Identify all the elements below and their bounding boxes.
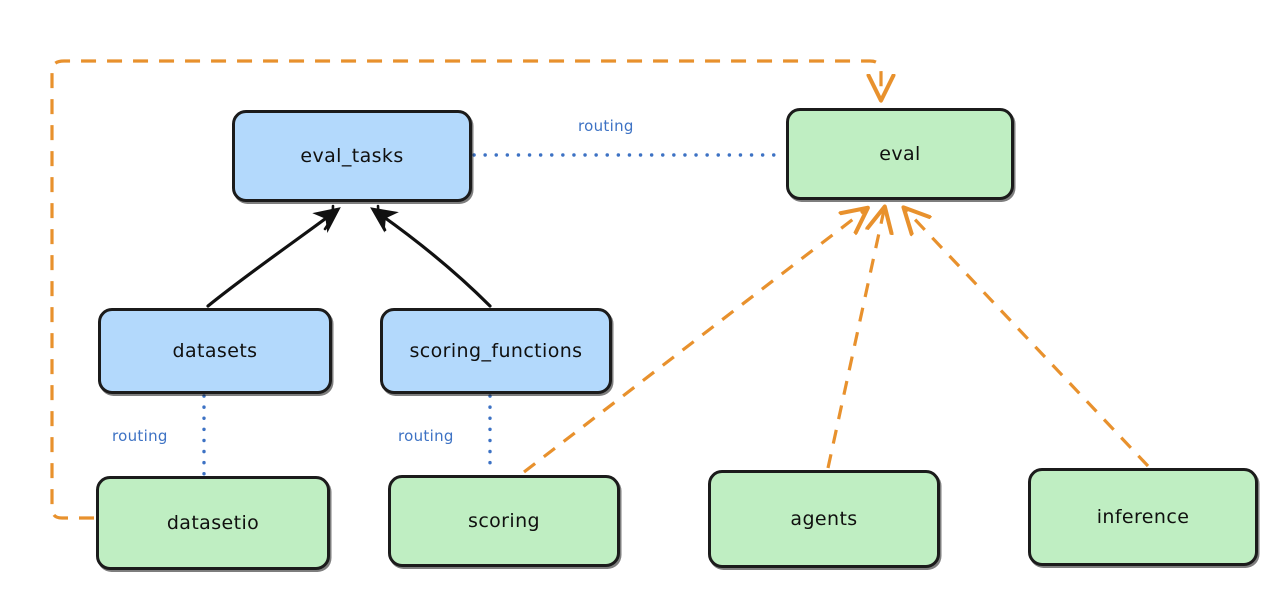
node-scoring[interactable]: scoring xyxy=(388,475,620,567)
edge-datasets-to-eval_tasks xyxy=(206,207,341,308)
node-datasets[interactable]: datasets xyxy=(98,308,332,394)
node-label-eval: eval xyxy=(879,143,921,165)
node-label-scoring_functions: scoring_functions xyxy=(409,340,583,362)
node-inference[interactable]: inference xyxy=(1028,468,1258,566)
node-eval_tasks[interactable]: eval_tasks xyxy=(232,110,472,202)
edge-agents-to-eval-dependency xyxy=(826,210,884,469)
edge-label-routing-eval_tasks-eval: routing xyxy=(578,117,634,135)
edge-datasets-to-eval_tasks-feather xyxy=(323,204,335,231)
node-label-datasets: datasets xyxy=(172,340,258,362)
node-eval[interactable]: eval xyxy=(786,108,1014,200)
node-label-inference: inference xyxy=(1096,506,1190,528)
edge-label-routing-datasets-datasetio: routing xyxy=(112,427,168,445)
edge-scoring_functions-to-eval_tasks xyxy=(370,207,492,308)
node-label-eval_tasks: eval_tasks xyxy=(300,145,404,167)
node-label-datasetio: datasetio xyxy=(166,512,260,534)
node-label-agents: agents xyxy=(790,508,858,530)
node-label-scoring: scoring xyxy=(468,510,540,532)
node-agents[interactable]: agents xyxy=(708,470,940,568)
edge-label-routing-scoring_functions-scoring: routing xyxy=(398,427,454,445)
edge-scoring_functions-to-eval_tasks-feather xyxy=(376,204,387,232)
node-scoring_functions[interactable]: scoring_functions xyxy=(380,308,612,394)
edge-inference-to-eval-dependency xyxy=(906,210,1150,468)
node-datasetio[interactable]: datasetio xyxy=(96,476,330,570)
edge-scoring-to-eval-dependency xyxy=(523,210,865,474)
edge-datasetio-to-eval-dependency xyxy=(50,59,881,520)
